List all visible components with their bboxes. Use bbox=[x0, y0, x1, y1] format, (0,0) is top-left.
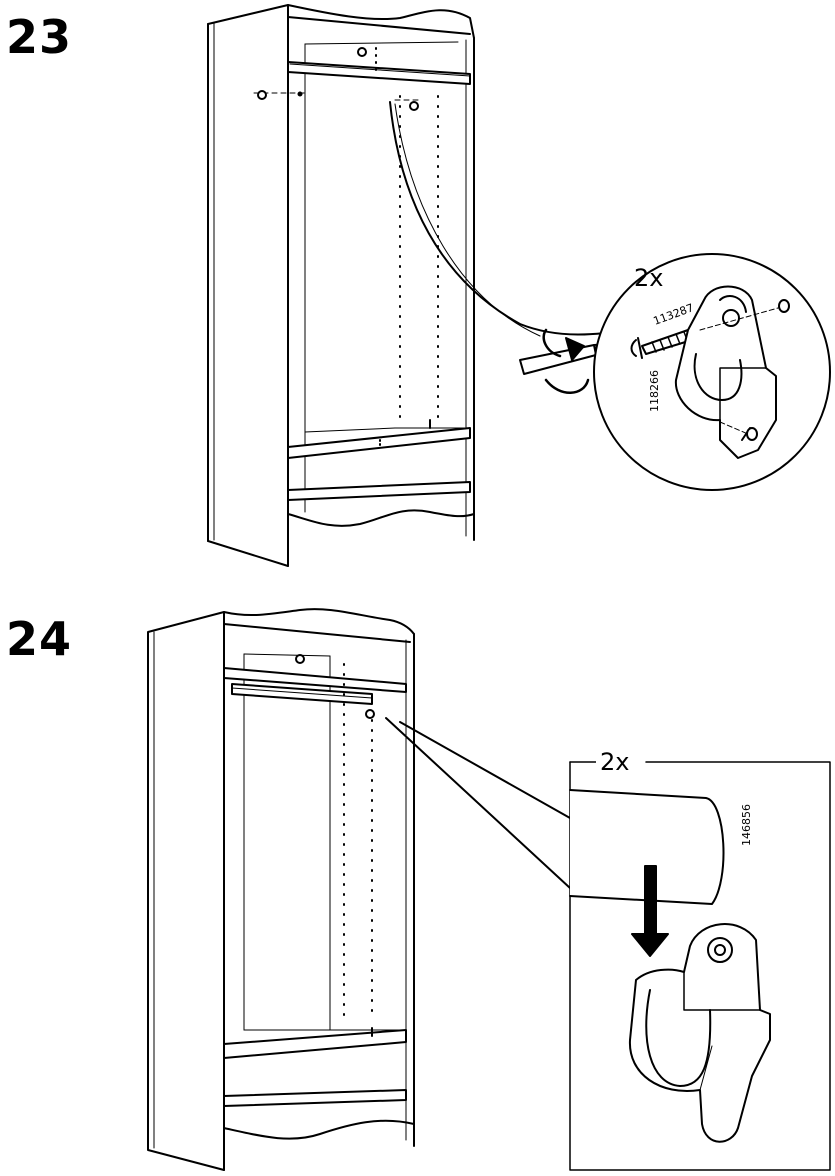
detail-circle-step23 bbox=[594, 254, 830, 490]
wardrobe-step23 bbox=[208, 5, 474, 566]
detail-box-step24 bbox=[570, 762, 830, 1170]
detail-callout-line bbox=[390, 102, 628, 335]
detail-callout-line-24b bbox=[400, 722, 570, 818]
part-number-bracket: 118266 bbox=[648, 370, 661, 412]
wardrobe-step24 bbox=[148, 609, 414, 1170]
quantity-label-step23: 2x bbox=[634, 264, 663, 292]
quantity-label-step24: 2x bbox=[600, 748, 629, 776]
part-number-rail: 146856 bbox=[740, 804, 753, 846]
